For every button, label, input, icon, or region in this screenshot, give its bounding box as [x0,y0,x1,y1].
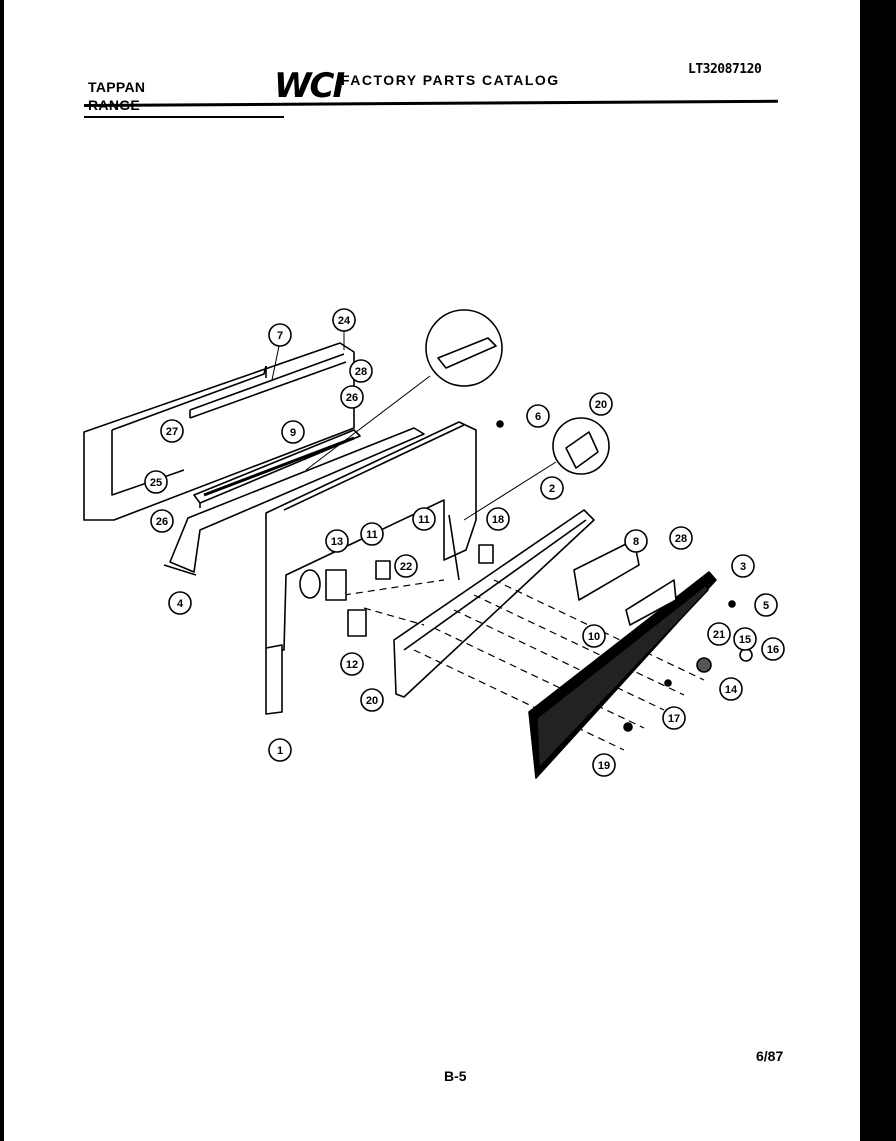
callout-circle [325,529,349,553]
callout-number: 10 [588,631,600,643]
screw-part-19 [623,722,633,732]
callout-number: 4 [177,598,184,610]
callout-number: 2 [549,483,555,495]
callout-circle [394,554,418,578]
callout-number: 7 [277,330,283,342]
callout-circle [662,706,686,730]
callout-number: 14 [725,684,738,696]
callout-number: 11 [418,514,430,526]
clock-part-8 [573,539,640,601]
callout-number: 22 [400,561,412,573]
callout-circle [332,308,356,332]
assembly-guides [343,579,705,751]
knob-part-14 [696,657,712,673]
callout-circle [582,624,606,648]
callout-number: 25 [150,477,162,489]
callout-circle [731,554,755,578]
callout-circle [160,419,184,443]
callout-number: 26 [346,392,358,404]
callout-number: 13 [331,536,343,548]
callout-circle [144,470,168,494]
screw-part-17 [664,679,672,687]
screw-part-6 [496,420,504,428]
front-trim-part-3 [528,571,717,779]
control-housing-part-1 [265,421,477,715]
callout-number: 19 [598,760,610,772]
callout-number: 24 [338,315,351,327]
callout-circle [592,753,616,777]
callout-circle [669,526,693,550]
wci-logo: WCI [274,66,345,106]
callout-number: 20 [366,695,378,707]
catalog-date: 6/87 [756,1048,784,1064]
bracket-part-4 [163,427,425,576]
model-number: LT32087120 [688,62,762,77]
callout-circle [540,476,564,500]
callout-number: 16 [767,644,779,656]
callout-circle [754,593,778,617]
callout-number: 6 [535,411,541,423]
front-panel-part-2 [393,509,595,698]
plate-part-28 [625,579,677,626]
callout-number: 5 [763,600,769,612]
callout-circle [340,652,364,676]
callout-circle [412,507,436,531]
callout-number: 26 [156,516,168,528]
callout-number: 28 [675,533,687,545]
callout-circle [761,637,785,661]
callout-circle [526,404,550,428]
callout-number: 12 [346,659,358,671]
callout-number: 20 [595,399,607,411]
header-rule-secondary [84,116,284,118]
callout-number: 27 [166,426,178,438]
callout-circle [268,738,292,762]
callout-number: 8 [633,536,639,548]
callout-labels: 7 24 28 26 27 9 25 26 4 6 20 2 13 11 11 18 22 8 28 3 5 21 15 16… [144,308,785,777]
callout-circle [719,677,743,701]
exploded-parts-diagram: 7 24 28 26 27 9 25 26 4 6 20 2 13 11 11 18 22 8 28 3 5 21 15 16… [83,308,785,779]
clip-part-5 [728,600,736,608]
switch-part-11b [478,544,494,564]
page-number: B-5 [444,1068,467,1084]
callout-circle [707,622,731,646]
callout-circle [150,509,174,533]
callout-circle [360,688,384,712]
callout-number: 11 [366,529,378,541]
callout-circle [349,359,373,383]
screw-part-16 [739,648,753,662]
callout-number: 1 [277,745,283,757]
callout-circle [733,627,757,651]
callout-number: 17 [668,713,680,725]
catalog-page: TAPPAN RANGE WCI FACTORY PARTS CATALOG L… [4,0,860,1141]
callout-circle [589,392,613,416]
callout-circle [168,591,192,615]
callout-number: 3 [740,561,746,573]
knob-ring [299,569,321,599]
switch-part-12 [347,609,367,637]
callout-number: 9 [290,427,296,439]
callout-number: 28 [355,366,367,378]
switch-part-13 [325,569,347,601]
switch-part-11a [375,560,391,580]
callout-number: 18 [492,514,504,526]
callout-circle [281,420,305,444]
callout-number: 15 [739,634,751,646]
brand-line-1: TAPPAN [88,79,146,95]
callout-circle [340,385,364,409]
callout-circle [624,529,648,553]
callout-number: 21 [713,629,725,641]
callout-circle [268,323,292,347]
callout-circle [360,522,384,546]
catalog-title: FACTORY PARTS CATALOG [341,72,560,88]
channel-part-9 [193,429,361,508]
callout-circle [486,507,510,531]
